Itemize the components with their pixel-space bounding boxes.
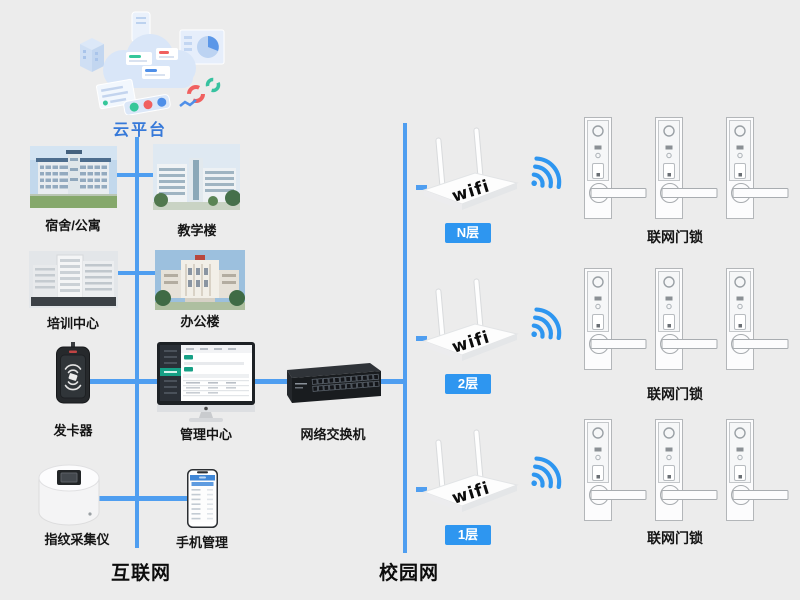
lock-group-label-2: 联网门锁 [647,386,703,402]
internet-trunk-line [135,137,139,548]
cloud-platform-illustration [80,11,225,115]
card-issuer-label: 发卡器 [53,423,93,438]
smart-lock [726,268,789,370]
wifi-router-floor-n: wifi N层 [418,126,528,246]
smart-lock [655,419,718,521]
wifi-signal-icon [524,152,568,196]
wifi-router-floor-2: wifi 2层 [418,277,528,397]
campus-network-label: 校园网 [378,563,439,584]
smart-lock [584,419,647,521]
fingerprint-collector-label: 指纹采集仪 [44,532,110,547]
wifi-signal-icon [524,452,568,496]
training-center-label: 培训中心 [46,316,99,331]
wifi-signal-icon [524,303,568,347]
office-building-photo [155,250,245,310]
dormitory-photo [30,146,117,208]
router-stub-1 [416,185,427,190]
network-switch-device [287,363,381,403]
smart-lock [655,268,718,370]
smart-lock [584,117,647,219]
network-switch-label: 网络交换机 [300,427,366,442]
mobile-management-label: 手机管理 [175,535,228,550]
smart-lock [726,117,789,219]
cloud-platform-label: 云平台 [112,122,167,139]
teaching-building-label: 教学楼 [177,223,217,238]
dormitory-label: 宿舍/公寓 [45,218,101,233]
floor-badge-2: 2层 [445,374,491,394]
office-building-label: 办公楼 [180,314,220,329]
teaching-building-photo [153,144,240,210]
management-center-label: 管理中心 [179,427,232,442]
branch-line-row2 [118,271,155,275]
internet-label: 互联网 [110,563,171,584]
card-issuer-device [56,342,90,404]
floor-badge-n: N层 [445,223,491,243]
smart-lock [726,419,789,521]
training-center-photo [29,251,118,308]
router-stub-2 [416,336,427,341]
fingerprint-collector-device [38,464,100,526]
floor-badge-1: 1层 [445,525,491,545]
smart-lock [584,268,647,370]
management-center-computer [157,342,255,422]
router-illustration: wifi [423,429,518,513]
router-stub-3 [416,487,427,492]
smart-lock [655,117,718,219]
router-illustration: wifi [423,127,518,211]
branch-line-row1 [117,173,155,177]
branch-line-row4 [97,496,188,501]
router-illustration: wifi [423,278,518,362]
lock-group-label-1: 联网门锁 [647,229,703,245]
lock-group-label-3: 联网门锁 [647,530,703,546]
wifi-router-floor-1: wifi 1层 [418,428,528,548]
mobile-management-phone [187,469,218,528]
campus-trunk-line [403,123,407,553]
